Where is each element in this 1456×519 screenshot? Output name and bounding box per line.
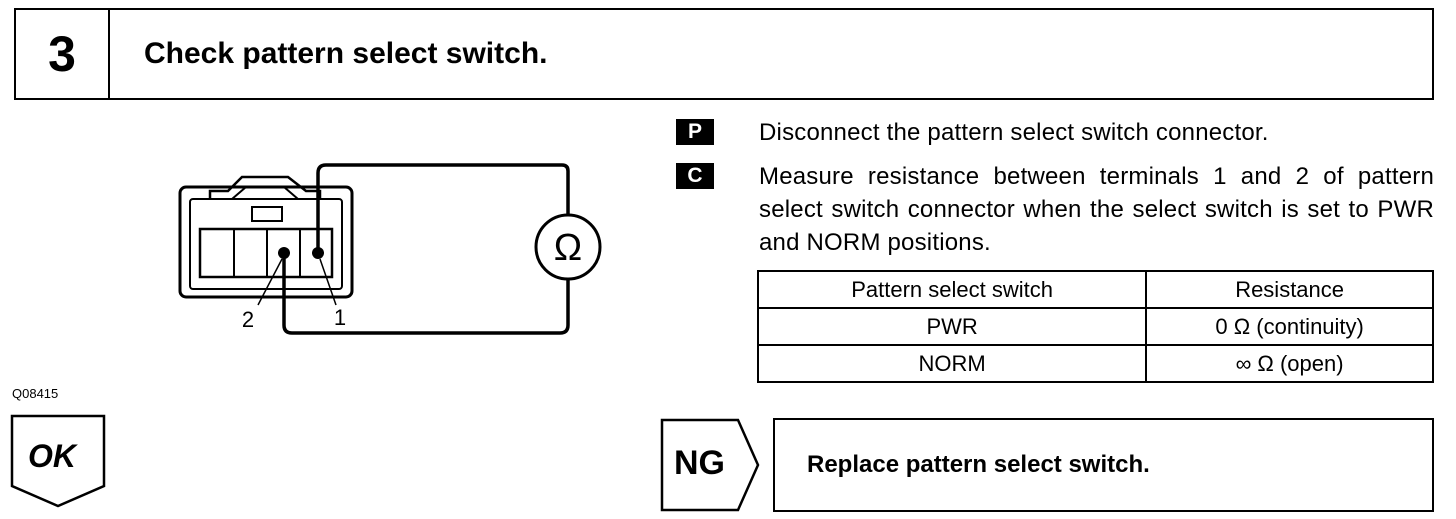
badge-p: P: [676, 119, 714, 145]
latch-inner: [231, 186, 299, 200]
leader-1: [319, 258, 337, 306]
instruction-prep-text: Disconnect the pattern select switch con…: [759, 119, 1269, 146]
ng-tag-shape: [660, 418, 760, 512]
step-title: Check pattern select switch.: [144, 37, 548, 70]
latch-tab: [251, 206, 283, 222]
resistance-table: Pattern select switch Resistance PWR 0 Ω…: [756, 270, 1434, 383]
terminal-1-label: 1: [334, 305, 346, 330]
ok-label: OK: [28, 438, 76, 474]
ok-tag: OK: [10, 414, 110, 515]
connector-diagram: Ω 2 1: [170, 155, 620, 350]
table-row: PWR 0 Ω (continuity): [756, 307, 1434, 346]
table-header: Resistance: [1145, 270, 1434, 309]
lead-1: [316, 163, 570, 253]
table-cell: PWR: [756, 307, 1148, 346]
step-header: 3 Check pattern select switch.: [14, 8, 1434, 100]
ok-tag-shape: [10, 414, 106, 508]
ohm-symbol: Ω: [554, 227, 582, 269]
ohmmeter-icon: [534, 213, 602, 281]
table-cell: ∞ Ω (open): [1145, 344, 1434, 383]
table-cell: 0 Ω (continuity): [1145, 307, 1434, 346]
leader-2: [257, 258, 283, 306]
connector-svg: Ω 2 1: [178, 163, 602, 335]
lead-2: [282, 253, 570, 335]
table-row: NORM ∞ Ω (open): [756, 344, 1434, 383]
table-header-row: Pattern select switch Resistance: [756, 270, 1434, 309]
step-number: 3: [16, 10, 110, 98]
table-header: Pattern select switch: [756, 270, 1148, 309]
figure-id: Q08415: [12, 386, 59, 401]
table-cell: NORM: [756, 344, 1148, 383]
ng-action: Replace pattern select switch.: [773, 418, 1434, 512]
badge-c: C: [676, 163, 714, 189]
ng-tag: NG: [660, 418, 764, 519]
instruction-check-text: Measure resistance between terminals 1 a…: [759, 163, 1434, 256]
ng-label: NG: [674, 444, 725, 482]
terminal-2-label: 2: [242, 307, 254, 332]
